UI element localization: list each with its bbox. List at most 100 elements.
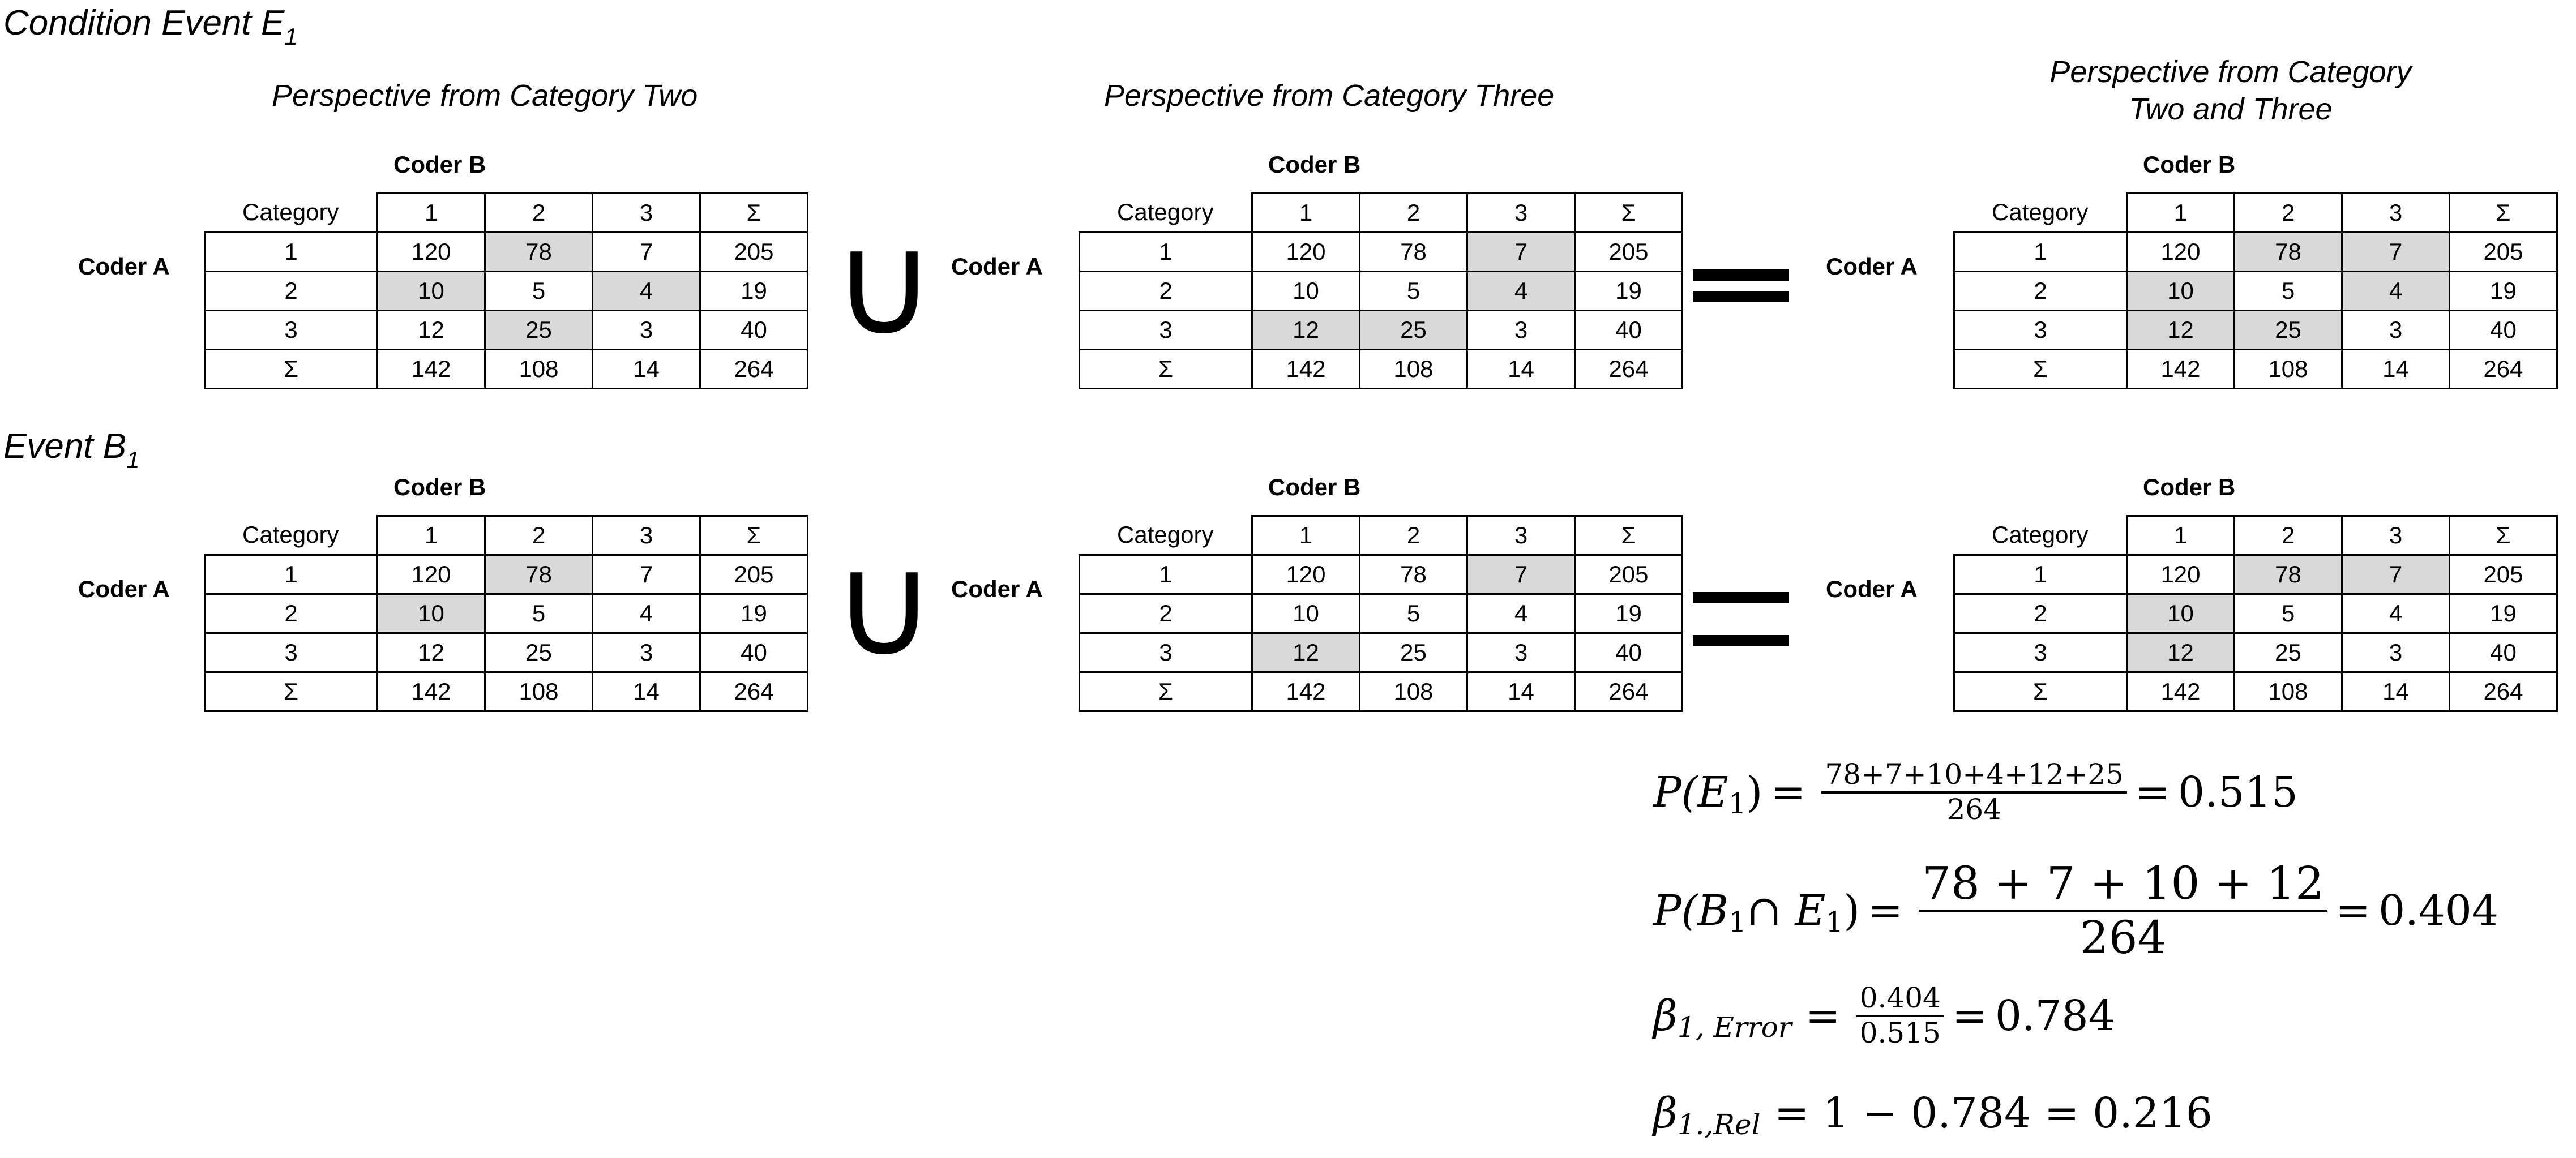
table-cell: 14: [2341, 671, 2450, 712]
table-cell: 142: [1251, 349, 1360, 389]
table-cell: 19: [699, 593, 808, 634]
table-cell: 14: [592, 671, 701, 712]
column-header-cell: Σ: [699, 515, 808, 556]
table-cell: 5: [484, 271, 593, 311]
row-header-cell: Σ: [1079, 671, 1253, 712]
coder-b-label: Coder B: [2143, 474, 2236, 500]
equals-operator-bar-bottom: [1693, 635, 1789, 646]
formula-expression: = 1 − 0.784 = 0.216: [1774, 1089, 2213, 1138]
table-cell: 12: [376, 632, 486, 673]
category-header-cell: Category: [1954, 193, 2128, 233]
table-cell: 264: [1574, 671, 1683, 712]
table-cell: 10: [376, 593, 486, 634]
table-cell: 25: [1359, 632, 1468, 673]
table-cell: 25: [1359, 310, 1468, 350]
table-cell: 78: [484, 231, 593, 272]
table-cell: 7: [592, 554, 701, 595]
table-cell: 78: [484, 554, 593, 595]
table-cell: 12: [376, 310, 486, 350]
equals-sign: =: [1952, 991, 1987, 1040]
beta-subscript: 1, Error: [1677, 1010, 1792, 1044]
union-operator: ∪: [832, 202, 936, 367]
table-cell: 19: [699, 271, 808, 311]
category-header-cell: Category: [1079, 516, 1253, 556]
table-cell: 4: [1466, 271, 1576, 311]
table-cell: 19: [2449, 593, 2558, 634]
table-cell: 12: [1251, 632, 1360, 673]
table-cell: 205: [2449, 554, 2558, 595]
fraction-denominator: 264: [1947, 792, 2001, 826]
table-cell: 40: [2449, 310, 2558, 350]
formula-lhs: P(B: [1653, 886, 1729, 935]
table-cell: 108: [484, 349, 593, 389]
fraction: 0.404 0.515: [1856, 981, 1944, 1049]
table-cell: 3: [1466, 310, 1576, 350]
column-header-cell: 1: [376, 192, 486, 233]
row-header-cell: Σ: [1079, 349, 1253, 389]
coder-a-label: Coder A: [1826, 253, 1918, 280]
coder-a-label: Coder A: [78, 253, 170, 280]
equals-sign: =: [1770, 767, 1806, 817]
formula-lhs-subscript: 1: [1825, 906, 1844, 938]
table-cell: 108: [2233, 349, 2343, 389]
table-cell: 12: [2126, 632, 2235, 673]
table-cell: 264: [2449, 671, 2558, 712]
table-cell: 7: [2341, 231, 2450, 272]
column-header-cell: 2: [484, 515, 593, 556]
coder-b-label: Coder B: [393, 151, 486, 178]
section-title-subscript: 1: [126, 447, 140, 473]
table-cell: 7: [592, 231, 701, 272]
row-header-cell: 3: [1079, 632, 1253, 673]
table-cell: 3: [2341, 310, 2450, 350]
table-cell: 3: [592, 632, 701, 673]
table-cell: 12: [1251, 310, 1360, 350]
table-cell: 4: [592, 271, 701, 311]
column-header-cell: 2: [484, 192, 593, 233]
equals-sign: =: [1868, 886, 1903, 935]
column-header-cell: Σ: [699, 192, 808, 233]
table-cell: 108: [1359, 349, 1468, 389]
table-cell: 12: [2126, 310, 2235, 350]
table-cell: 5: [2233, 271, 2343, 311]
column-header-cell: 2: [1359, 192, 1468, 233]
column-header-cell: Σ: [2449, 192, 2558, 233]
section-title-text: Event B: [3, 427, 127, 466]
table-cell: 7: [1466, 554, 1576, 595]
section-title-condition-event: Condition Event E1: [3, 6, 298, 49]
fraction-bar: [1856, 1014, 1944, 1017]
table-cell: 205: [2449, 231, 2558, 272]
fraction-bar: [1821, 791, 2127, 794]
formula-result: 0.784: [1995, 991, 2115, 1040]
section-title-event-b: Event B1: [3, 427, 139, 472]
column-header-cell: Σ: [1574, 515, 1683, 556]
table-cell: 25: [2233, 310, 2343, 350]
table-cell: 7: [1466, 231, 1576, 272]
table-cell: 108: [2233, 671, 2343, 712]
coder-a-label: Coder A: [951, 253, 1043, 280]
equals-operator-bar-bottom: [1693, 291, 1789, 302]
section-title-subscript: 1: [284, 23, 298, 50]
row-header-cell: 3: [1079, 310, 1253, 350]
row-header-cell: 1: [1079, 231, 1253, 272]
